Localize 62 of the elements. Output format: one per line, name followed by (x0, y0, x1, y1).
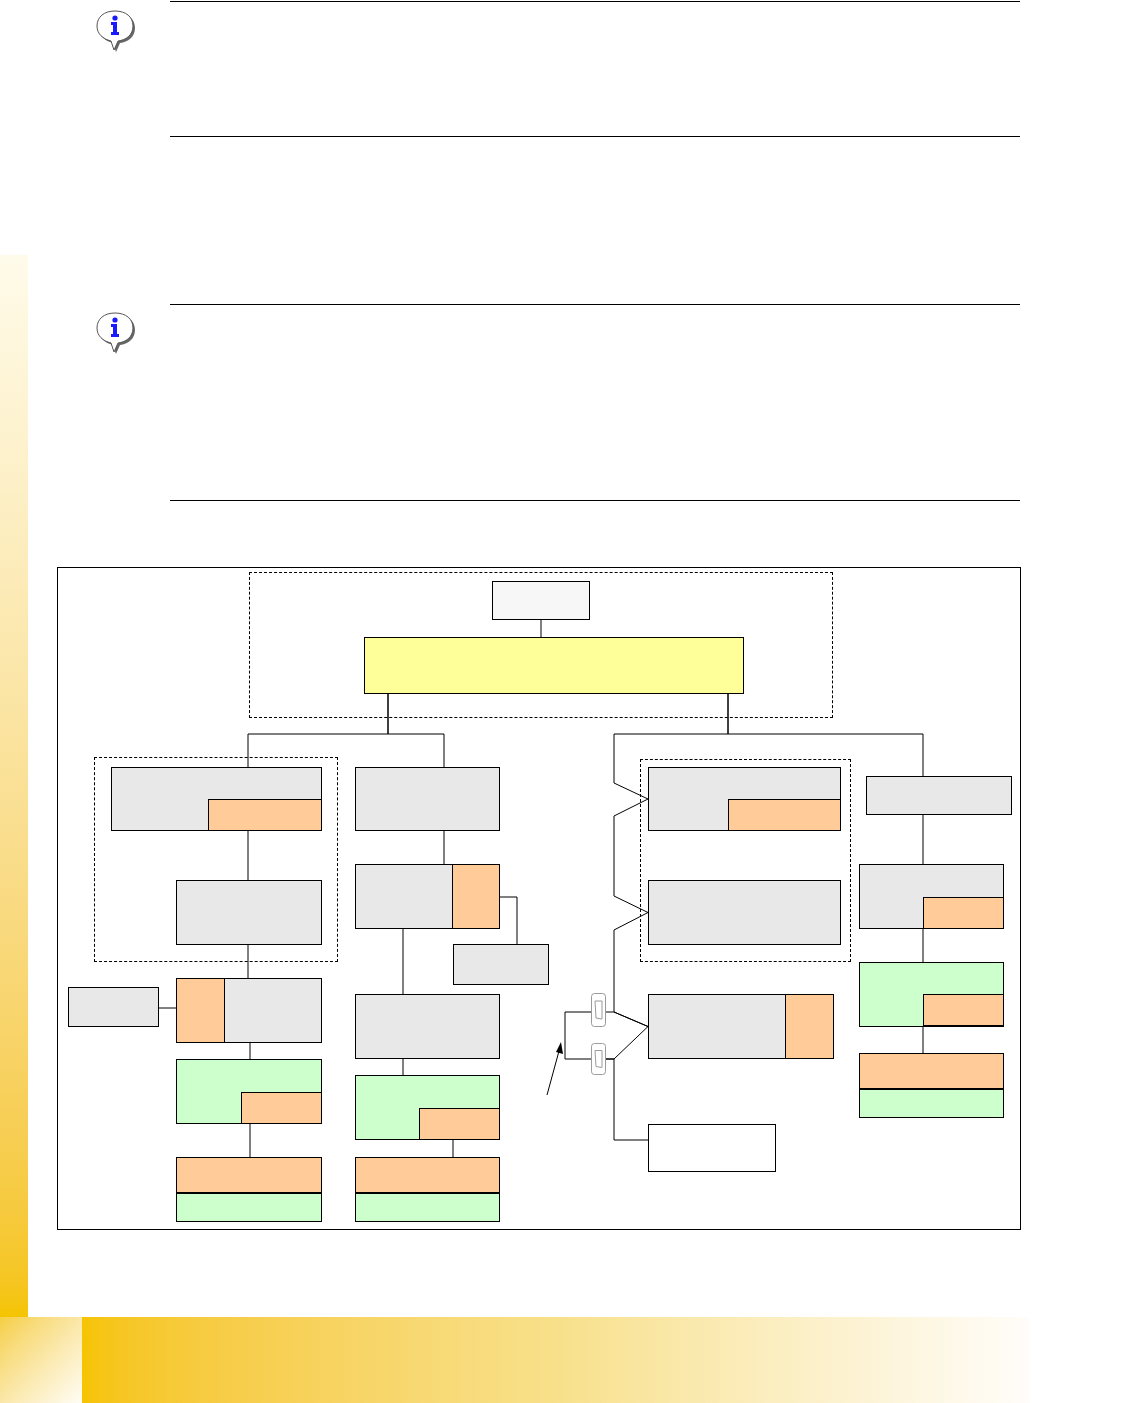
block (859, 962, 1004, 1027)
dashed-group-frame (640, 759, 851, 962)
connector-line (499, 896, 518, 945)
connector-line (922, 1026, 924, 1054)
inset-block (923, 994, 1004, 1026)
band-block (355, 1157, 500, 1193)
block (355, 994, 500, 1059)
connector-line (249, 1123, 251, 1158)
block (355, 767, 500, 831)
block (176, 1059, 322, 1124)
inset-block (923, 897, 1004, 929)
stacked-block (355, 1157, 500, 1222)
block (364, 637, 744, 694)
connector-line (452, 1139, 454, 1158)
connector-line (402, 1058, 404, 1076)
dashed-group-frame (94, 757, 338, 962)
block (648, 880, 841, 945)
band-block (859, 1089, 1004, 1118)
stacked-block (176, 1157, 322, 1222)
band-block (859, 1053, 1004, 1089)
inset-block (785, 994, 834, 1059)
connector-line (564, 1011, 592, 1060)
band-block (176, 1157, 322, 1193)
connector-line (158, 1007, 177, 1009)
inset-block (419, 1108, 500, 1140)
inset-block (728, 799, 841, 831)
block (648, 767, 841, 831)
inset-block (176, 978, 225, 1043)
block (859, 864, 1004, 929)
band-block (355, 1193, 500, 1222)
inset-block (241, 1092, 322, 1124)
block (648, 1124, 776, 1172)
connector-line (540, 619, 542, 638)
dashed-group-frame (249, 572, 833, 718)
port-connector-icon (591, 1043, 606, 1075)
connector-line (402, 928, 404, 995)
connector-line (922, 814, 924, 865)
connector-line (249, 1042, 251, 1060)
block (648, 994, 834, 1059)
block (492, 581, 590, 620)
block (355, 864, 500, 929)
connector-line (922, 928, 924, 963)
port-connector-icon (591, 993, 606, 1027)
block (111, 767, 322, 831)
block (453, 944, 549, 985)
block (176, 978, 322, 1043)
connector-line (247, 944, 249, 979)
connector-line (613, 693, 729, 800)
block (866, 776, 1012, 815)
block (176, 880, 322, 945)
inset-block (452, 864, 500, 929)
connector-line (387, 693, 445, 768)
connector-line (605, 1011, 649, 1027)
inset-block (208, 799, 322, 831)
stacked-block (859, 1053, 1004, 1118)
connector-line (613, 798, 649, 913)
connector-line (605, 1058, 649, 1141)
connector-line (247, 830, 249, 881)
block (68, 987, 159, 1027)
connector-line (443, 830, 445, 865)
band-block (176, 1193, 322, 1222)
block (355, 1075, 500, 1140)
